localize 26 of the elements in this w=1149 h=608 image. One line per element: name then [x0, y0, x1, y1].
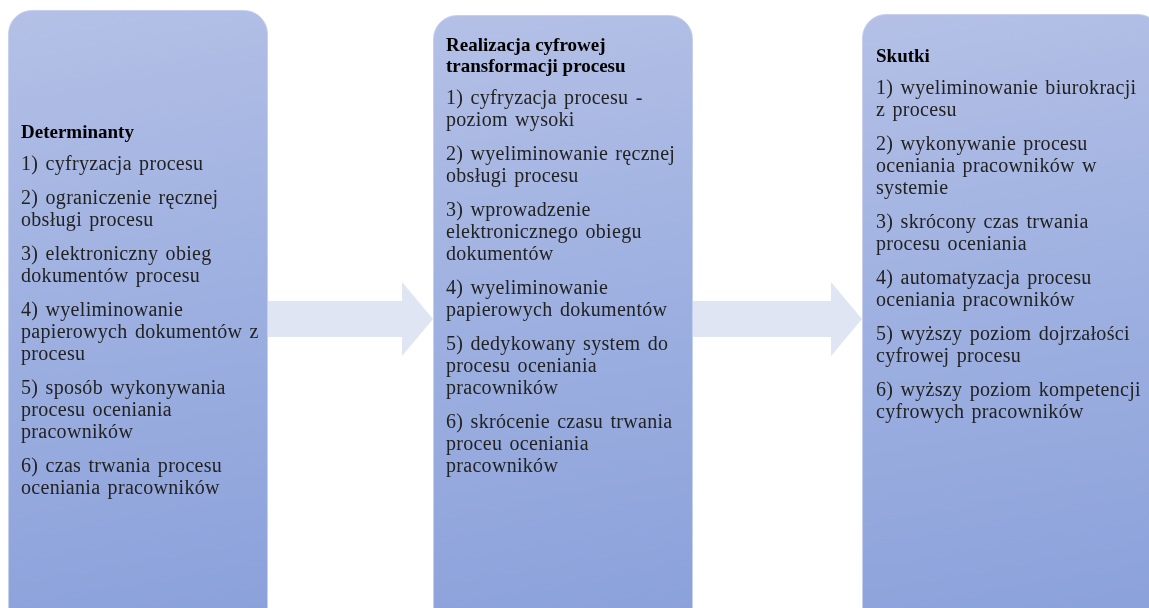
list-item: 4) automatyzacja procesu oceniania pracowników	[876, 266, 1093, 310]
list-item: 4) wyeliminowanie papierowych dokumentów	[446, 276, 669, 320]
rounded-panel	[433, 15, 693, 608]
list-item: 6) skrócenie czasu trwania proceu oceniania pracowników	[446, 410, 674, 476]
rounded-panel	[8, 10, 268, 608]
block-arrow	[693, 282, 862, 356]
list-item: 2) wyeliminowanie ręcznej obsługi procesu	[446, 142, 677, 186]
list-item: 3) wprowadzenie elektronicznego obiegu dokumentów	[446, 198, 643, 264]
panel-heading: Determinanty	[21, 121, 135, 142]
list-item: 4) wyeliminowanie papierowych dokumentów z procesu	[21, 298, 260, 364]
list-item: 2) ograniczenie ręcznej obsługi procesu	[21, 186, 220, 230]
panel-heading: Realizacja cyfrowej transformacji procesu	[446, 34, 627, 76]
rounded-panel	[862, 14, 1149, 608]
list-item: 6) czas trwania procesu oceniania pracowników	[21, 454, 224, 498]
list-item: 1) cyfryzacja procesu	[21, 152, 205, 174]
list-item: 5) dedykowany system do procesu oceniania pracowników	[446, 332, 670, 398]
panel-heading: Skutki	[876, 45, 931, 66]
list-item: 5) wyższy poziom dojrzałości cyfrowej procesu	[876, 322, 1131, 366]
block-arrow	[268, 282, 433, 356]
list-item: 3) skrócony czas trwania procesu oceniania	[876, 210, 1090, 254]
list-item: 1) wyeliminowanie biurokracji z procesu	[876, 76, 1138, 120]
list-item: 6) wyższy poziom kompetencji cyfrowych pracowników	[876, 378, 1142, 422]
list-item: 5) sposób wykonywania procesu oceniania pracowników	[21, 376, 227, 442]
list-item: 3) elektroniczny obieg dokumentów procesu	[21, 242, 213, 286]
list-item: 1) cyfryzacja procesu - poziom wysoki	[446, 86, 644, 130]
list-item: 2) wykonywanie procesu oceniania pracowników w systemie	[876, 132, 1098, 198]
